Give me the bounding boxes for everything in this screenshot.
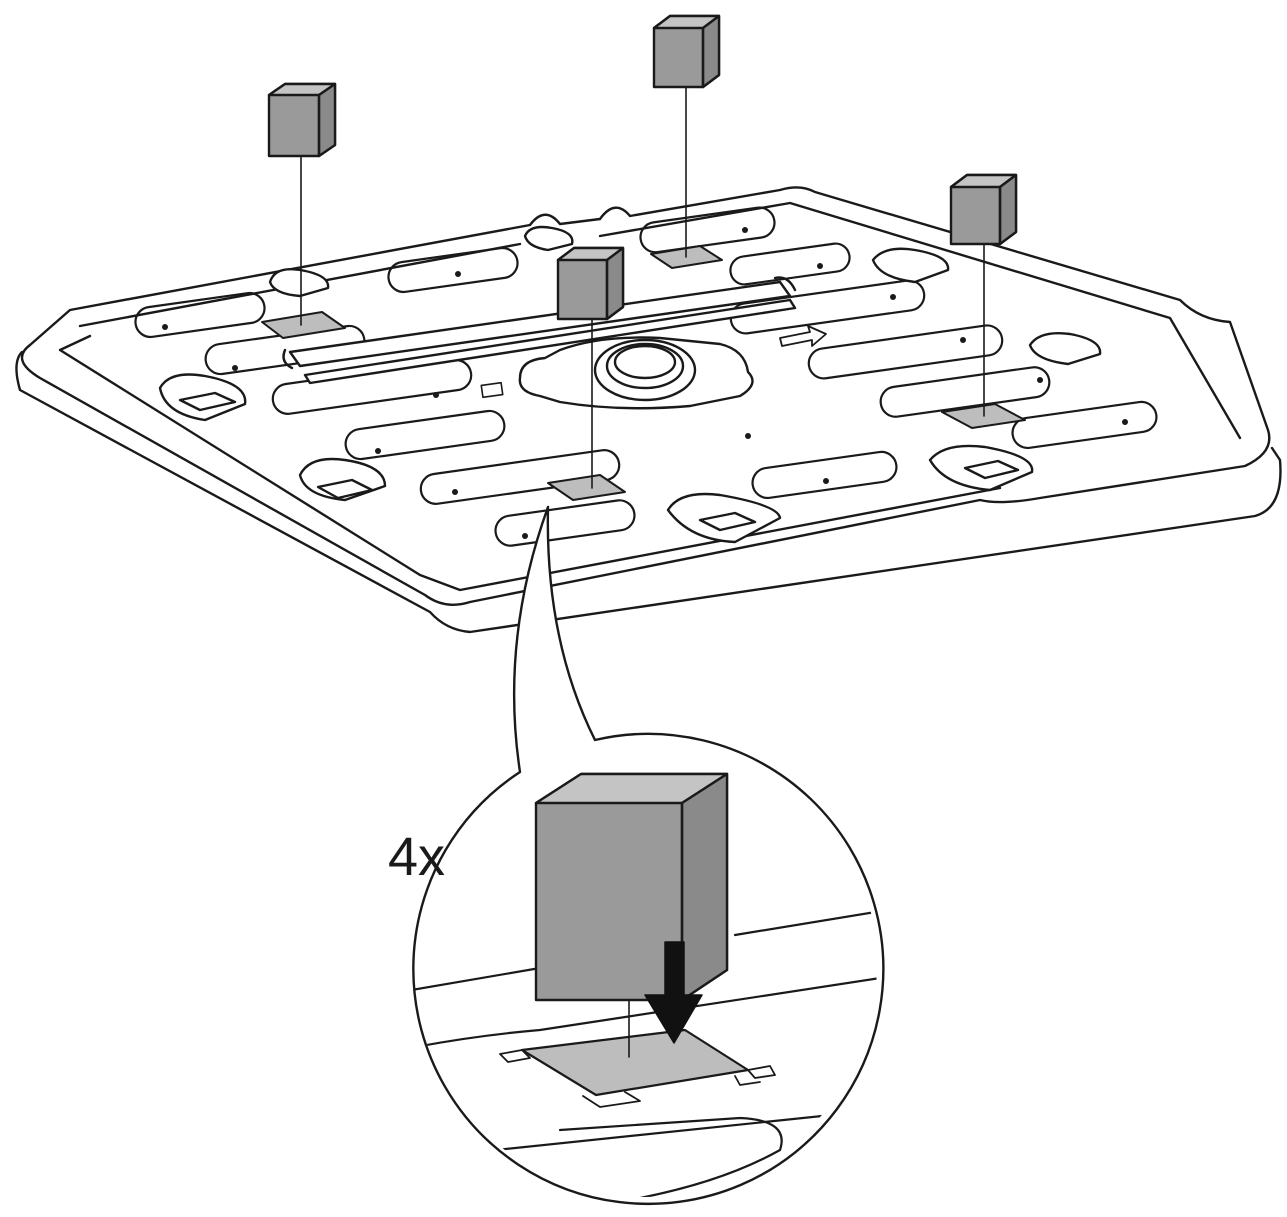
foam-pad-back-center xyxy=(652,14,721,89)
leader-lines xyxy=(300,87,985,489)
target-area-back-left xyxy=(261,311,346,339)
plate-screw-dots xyxy=(162,227,1128,539)
plate-square-mark xyxy=(480,381,504,399)
plate-mounting-clips xyxy=(158,225,1102,544)
zoom-callout xyxy=(412,505,885,1205)
callout-detail xyxy=(413,772,877,1197)
quantity-label: 4x xyxy=(388,827,446,887)
foam-pad-front-center xyxy=(556,246,625,321)
target-area-front-center xyxy=(547,474,626,501)
foam-pad-back-left xyxy=(267,82,337,158)
plate-arrow-mark xyxy=(779,325,827,347)
mounting-plate xyxy=(15,186,1282,634)
plate-center-opening xyxy=(518,336,754,410)
down-arrow-icon xyxy=(644,941,703,1044)
foam-pad-right xyxy=(949,173,1018,246)
